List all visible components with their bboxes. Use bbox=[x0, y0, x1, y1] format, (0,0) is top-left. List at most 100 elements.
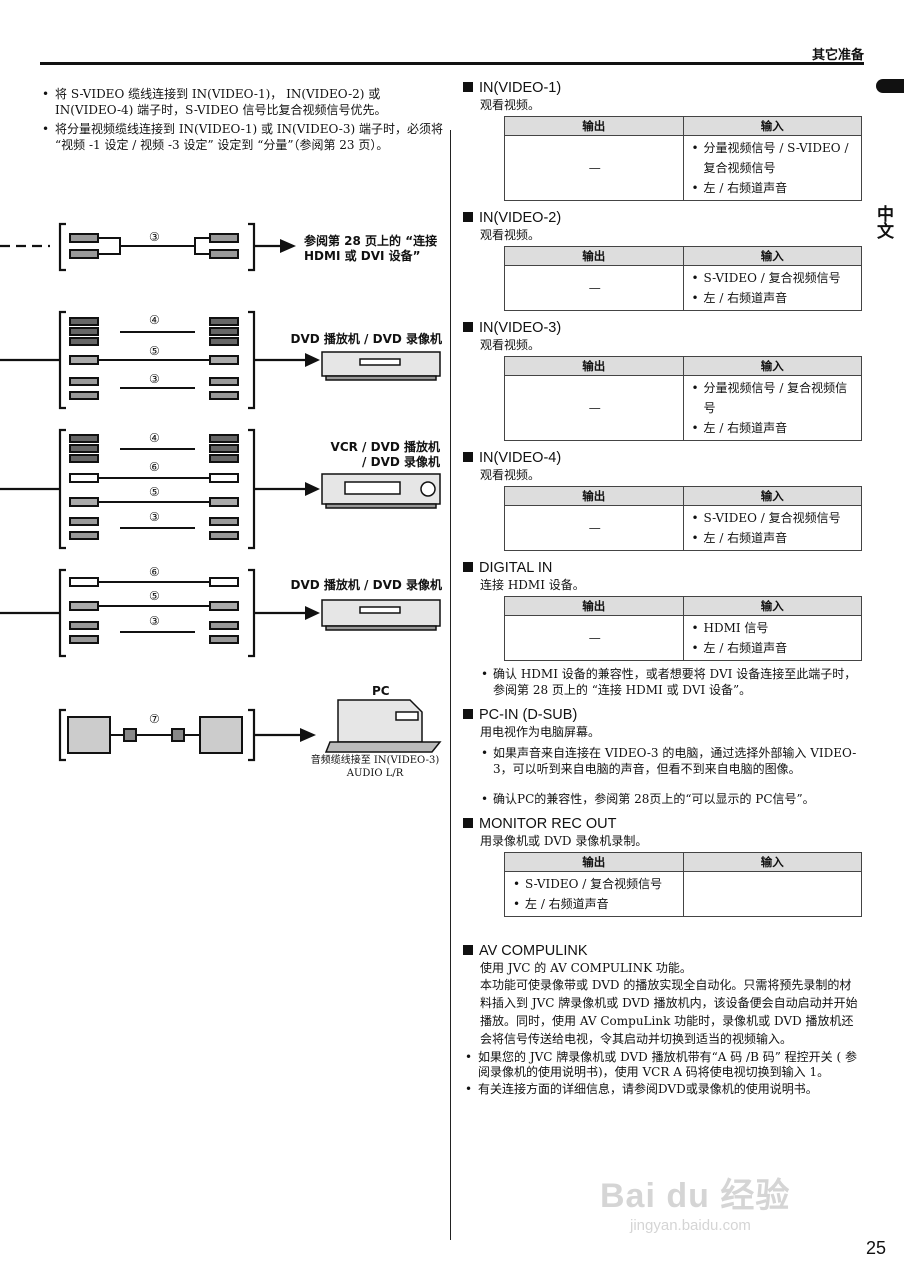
arrow-head bbox=[300, 728, 316, 742]
column-divider bbox=[450, 130, 451, 1240]
square-bullet-icon bbox=[463, 452, 473, 462]
input-cell bbox=[682, 871, 862, 917]
bracket-right bbox=[248, 708, 256, 762]
cable-audio bbox=[69, 233, 239, 259]
cable-svideo bbox=[69, 577, 239, 587]
header-input: 输入 bbox=[682, 246, 862, 266]
arrow-head bbox=[305, 353, 320, 367]
header-rule bbox=[40, 62, 864, 65]
bracket-left bbox=[58, 708, 66, 762]
list-item: 左 / 右频道声音 bbox=[692, 638, 856, 658]
list-item: S-VIDEO / 复合视频信号 bbox=[513, 874, 677, 894]
number-5: ⑤ bbox=[149, 485, 160, 499]
bracket-right bbox=[248, 568, 256, 658]
vcr-icon bbox=[321, 473, 441, 509]
list-item: 分量视频信号 / 复合视频信号 bbox=[692, 378, 856, 418]
label-dvd-device-1: DVD 播放机 / DVD 录像机 bbox=[290, 332, 442, 346]
language-tab-marker bbox=[876, 79, 904, 93]
section-title: IN(VIDEO-3) bbox=[463, 320, 863, 337]
header-input: 输入 bbox=[682, 486, 862, 506]
header-input: 输入 bbox=[682, 852, 862, 872]
header-output: 输出 bbox=[504, 852, 684, 872]
output-cell: S-VIDEO / 复合视频信号左 / 右频道声音 bbox=[504, 871, 684, 917]
left-notes: 将 S-VIDEO 缆线连接到 IN(VIDEO-1)， IN(VIDEO-2)… bbox=[40, 86, 445, 156]
label-hdmi-reference: 参阅第 28 页上的 “连接 HDMI 或 DVI 设备” bbox=[304, 234, 438, 263]
pc-audio-note: 如果声音来自连接在 VIDEO-3 的电脑，通过选择外部输入 VIDEO-3，可… bbox=[480, 745, 863, 777]
cable-audio bbox=[69, 377, 239, 400]
cable-video bbox=[69, 601, 239, 611]
connection-diagram: ③ ④ ⑤ ③ ④ ⑥ ⑤ ③ ⑥ ⑤ ③ ⑦ 参阅第 28 页上的 “连接 H… bbox=[0, 212, 450, 792]
list-item: 左 / 右频道声音 bbox=[692, 418, 856, 438]
page-header-title: 其它准备 bbox=[811, 48, 864, 63]
page-number: 25 bbox=[865, 1238, 886, 1258]
section-description: 连接 HDMI 设备。 bbox=[480, 578, 585, 592]
list-item: S-VIDEO / 复合视频信号 bbox=[692, 508, 856, 528]
label-dvd-device-2: DVD 播放机 / DVD 录像机 bbox=[290, 578, 442, 592]
number-6: ⑥ bbox=[149, 460, 160, 474]
square-bullet-icon bbox=[463, 212, 473, 222]
cable-component bbox=[69, 317, 239, 346]
header-output: 输出 bbox=[504, 246, 684, 266]
section-description: 使用 JVC 的 AV COMPULINK 功能。 bbox=[480, 961, 692, 975]
bracket-left bbox=[58, 428, 66, 550]
compulink-note-code: 如果您的 JVC 牌录像机或 DVD 播放机带有“A 码 /B 码” 程控开关 … bbox=[463, 1050, 863, 1080]
output-cell: — bbox=[504, 505, 684, 551]
arrow-head bbox=[305, 482, 320, 496]
section-title: IN(VIDEO-4) bbox=[463, 450, 863, 467]
square-bullet-icon bbox=[463, 82, 473, 92]
number-3: ③ bbox=[149, 510, 160, 524]
number-3: ③ bbox=[149, 372, 160, 386]
section-description: 用录像机或 DVD 录像机录制。 bbox=[480, 834, 648, 848]
number-7: ⑦ bbox=[149, 712, 160, 726]
section-title: IN(VIDEO-2) bbox=[463, 210, 863, 227]
watermark-brand: Bai du 经验 bbox=[600, 1177, 791, 1215]
cable-audio bbox=[69, 621, 239, 644]
section-title: IN(VIDEO-1) bbox=[463, 80, 863, 97]
bracket-right bbox=[248, 222, 256, 272]
note-component-setting: 将分量视频缆线连接到 IN(VIDEO-1) 或 IN(VIDEO-3) 端子时… bbox=[40, 121, 445, 153]
square-bullet-icon bbox=[463, 818, 473, 828]
square-bullet-icon bbox=[463, 322, 473, 332]
output-cell: — bbox=[504, 375, 684, 441]
list-item: 分量视频信号 / S-VIDEO / 复合视频信号 bbox=[692, 138, 856, 178]
number-6: ⑥ bbox=[149, 565, 160, 579]
section-description: 观看视频。 bbox=[480, 338, 541, 352]
header-input: 输入 bbox=[682, 116, 862, 136]
list-item: 左 / 右频道声音 bbox=[692, 178, 856, 198]
input-cell: HDMI 信号左 / 右频道声音 bbox=[682, 615, 862, 661]
input-cell: 分量视频信号 / S-VIDEO / 复合视频信号左 / 右频道声音 bbox=[682, 135, 862, 201]
list-item: 左 / 右频道声音 bbox=[513, 894, 677, 914]
square-bullet-icon bbox=[463, 945, 473, 955]
section-description: 观看视频。 bbox=[480, 468, 541, 482]
dvd-recorder-icon bbox=[321, 599, 441, 631]
bracket-left bbox=[58, 310, 66, 410]
header-output: 输出 bbox=[504, 486, 684, 506]
arrow-head bbox=[305, 606, 320, 620]
number-3: ③ bbox=[149, 614, 160, 628]
label-vcr-device: VCR / DVD 播放机 / DVD 录像机 bbox=[330, 440, 440, 469]
watermark-url: jingyan.baidu.com bbox=[630, 1217, 751, 1234]
list-item: 左 / 右频道声音 bbox=[692, 528, 856, 548]
section-description: 用电视作为电脑屏幕。 bbox=[480, 725, 601, 739]
number-5: ⑤ bbox=[149, 344, 160, 358]
arrow-head bbox=[280, 239, 296, 253]
language-tab-label: 中文 bbox=[873, 205, 893, 239]
header-output: 输出 bbox=[504, 596, 684, 616]
compulink-paragraph: 本功能可使录像带或 DVD 的播放实现全自动化。只需将预先录制的材料插入到 JV… bbox=[480, 978, 858, 1046]
cable-component bbox=[69, 434, 239, 463]
section-description: 观看视频。 bbox=[480, 228, 541, 242]
number-5: ⑤ bbox=[149, 589, 160, 603]
header-input: 输入 bbox=[682, 356, 862, 376]
section-title: PC-IN (D-SUB) bbox=[463, 707, 863, 724]
list-item: 左 / 右频道声音 bbox=[692, 288, 856, 308]
note-svideo-priority: 将 S-VIDEO 缆线连接到 IN(VIDEO-1)， IN(VIDEO-2)… bbox=[40, 86, 445, 118]
cable-vga bbox=[67, 716, 243, 754]
number-4: ④ bbox=[149, 313, 160, 327]
